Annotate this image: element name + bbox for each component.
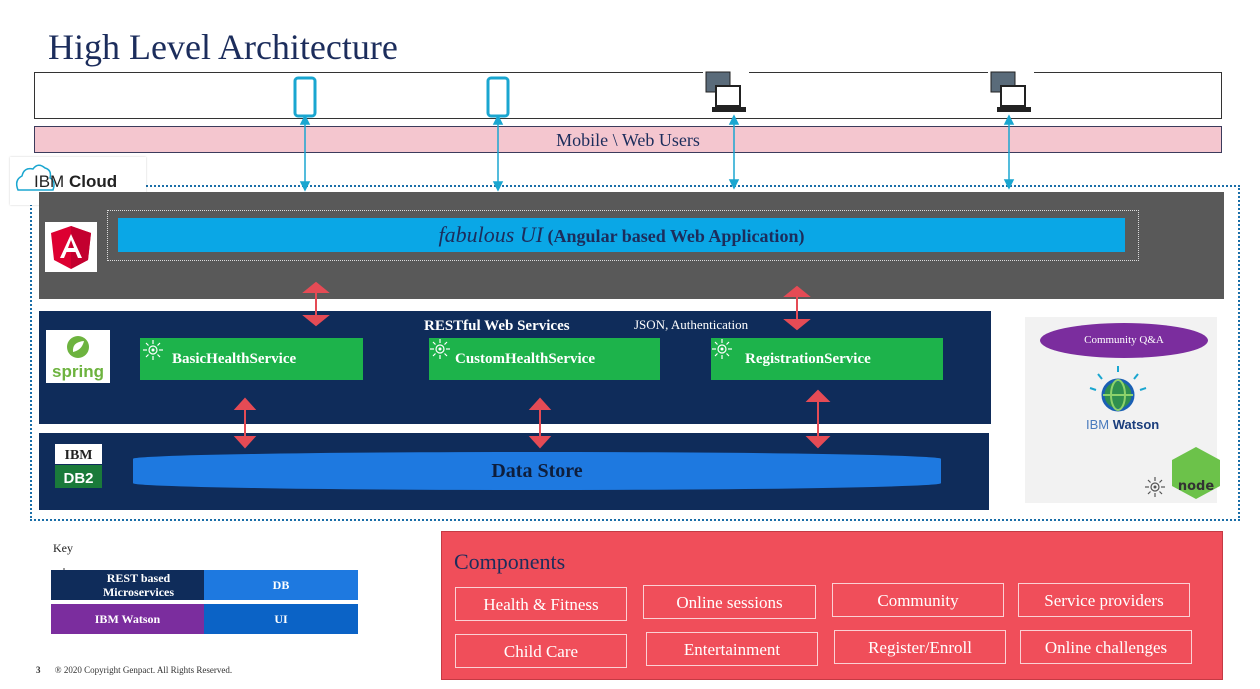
ibm-text: IBM bbox=[34, 172, 65, 191]
cloud-text: Cloud bbox=[68, 172, 118, 191]
db2-icon: IBM DB2 bbox=[55, 444, 102, 488]
spring-icon: spring bbox=[52, 336, 104, 381]
component-item: Child Care bbox=[455, 634, 627, 668]
angular-logo bbox=[45, 222, 97, 272]
key-label: REST based Microservices bbox=[102, 571, 175, 599]
ui-inner-frame bbox=[107, 210, 1139, 261]
key-label: DB bbox=[272, 578, 290, 592]
component-item: Entertainment bbox=[646, 632, 818, 666]
watson-text: Watson bbox=[1112, 417, 1160, 432]
footer: 3 ® 2020 Copyright Genpact. All Rights R… bbox=[36, 665, 232, 675]
key-microservices: REST based Microservices bbox=[51, 570, 204, 600]
microservice-gear-icon bbox=[429, 338, 451, 360]
users-bar: Mobile \ Web Users bbox=[34, 126, 1222, 153]
microservice-gear-icon bbox=[711, 338, 733, 360]
nodejs-logo-icon: node bbox=[1172, 447, 1220, 499]
db2-ibm-text: IBM bbox=[65, 448, 93, 463]
service-label: RegistrationService bbox=[745, 351, 871, 367]
components-title: Components bbox=[454, 549, 566, 574]
data-store: Data Store bbox=[133, 452, 941, 490]
component-item: Health & Fitness bbox=[455, 587, 627, 621]
ibm-watson-label: IBM Watson bbox=[1086, 417, 1159, 432]
page-number: 3 bbox=[36, 665, 41, 675]
key-label: UI bbox=[274, 612, 288, 626]
component-item: Community bbox=[832, 583, 1004, 617]
spring-wordmark: spring bbox=[52, 362, 104, 381]
component-item: Online challenges bbox=[1020, 630, 1192, 664]
services-title: RESTful Web Services bbox=[424, 318, 570, 334]
red-connectors bbox=[233, 281, 831, 449]
laptop-icon bbox=[703, 70, 749, 116]
component-item: Register/Enroll bbox=[834, 630, 1006, 664]
service-label: CustomHealthService bbox=[455, 351, 595, 367]
laptop-icon bbox=[988, 70, 1034, 116]
key-ui: UI bbox=[204, 604, 358, 634]
watson-ibm-text: IBM bbox=[1086, 417, 1110, 432]
key-label: IBM Watson bbox=[94, 612, 161, 626]
key-title: Key bbox=[53, 541, 73, 555]
ui-app-name: fabulous UI bbox=[438, 222, 544, 247]
ibm-cloud-label: IBM Cloud bbox=[34, 172, 117, 192]
component-item: Service providers bbox=[1018, 583, 1190, 617]
community-qa-bubble: Community Q&A bbox=[1040, 323, 1208, 358]
watson-globe-icon bbox=[1089, 366, 1147, 412]
ui-app-bar: fabulous UI (Angular based Web Applicati… bbox=[118, 218, 1125, 252]
ui-app-desc: (Angular based Web Application) bbox=[547, 226, 805, 246]
spring-logo: spring bbox=[46, 330, 110, 383]
nodejs-wordmark: node bbox=[1178, 479, 1214, 494]
db2-text: DB2 bbox=[63, 470, 93, 487]
copyright: ® 2020 Copyright Genpact. All Rights Res… bbox=[54, 665, 233, 675]
microservice-gear-icon bbox=[142, 339, 164, 361]
service-custom-health: CustomHealthService bbox=[429, 338, 660, 380]
ibm-cloud-boundary bbox=[30, 185, 1240, 521]
services-note: JSON, Authentication bbox=[634, 317, 749, 332]
component-item: Online sessions bbox=[643, 585, 816, 619]
key-watson: IBM Watson bbox=[51, 604, 204, 634]
service-registration: RegistrationService bbox=[711, 338, 943, 380]
user-connectors bbox=[299, 114, 1015, 192]
angular-icon bbox=[51, 226, 91, 269]
page-title: High Level Architecture bbox=[48, 27, 398, 67]
service-basic-health: BasicHealthService bbox=[140, 338, 363, 380]
microservice-gear-icon bbox=[1144, 476, 1166, 498]
db2-logo: IBM DB2 bbox=[55, 444, 102, 488]
key-db: DB bbox=[204, 570, 358, 600]
service-label: BasicHealthService bbox=[172, 351, 297, 367]
